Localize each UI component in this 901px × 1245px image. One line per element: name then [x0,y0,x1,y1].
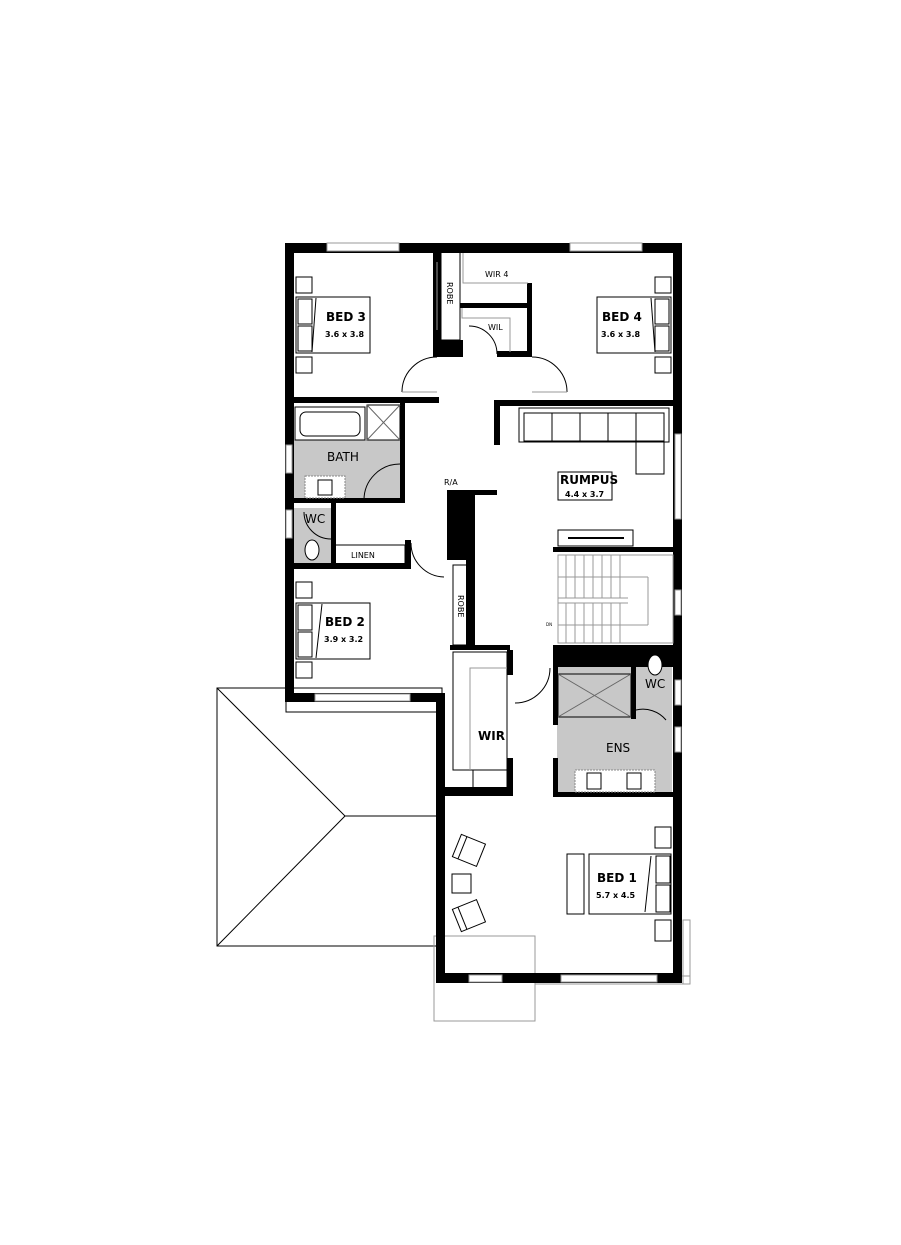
balcony-outline [433,919,691,1022]
bed1-label: BED 1 [597,871,637,885]
window-bed1-a [468,974,503,983]
bed4-furniture [596,276,672,374]
bed2-size: 3.9 x 3.2 [324,635,363,644]
rumpus-label-box [557,471,613,501]
rumpus-label: RUMPUS [560,473,618,487]
wir4-label: WIR 4 [485,270,508,279]
window-stairs [674,589,682,616]
window-bed3 [326,242,400,252]
stairs-dn-label: DN [546,622,552,627]
fixtures [294,251,674,793]
bed3-size: 3.6 x 3.8 [325,330,365,339]
window-bed4 [569,242,643,252]
robe-top-label: ROBE [445,282,454,304]
window-bed1-b [560,974,658,983]
bed3-label: BED 3 [326,310,366,324]
return-air-label: R/A [444,478,458,487]
window-rumpus [674,433,682,520]
window-bed2 [314,693,411,702]
window-ens [674,726,682,753]
wc-right-label: WC [645,677,665,691]
bed4-size: 3.6 x 3.8 [601,330,641,339]
window-bath [285,444,293,474]
bed1-size: 5.7 x 4.5 [596,891,636,900]
rumpus-size: 4.4 x 3.7 [565,490,604,499]
doors [303,325,667,721]
bed3-furniture [295,276,371,374]
linen-label: LINEN [351,551,375,560]
window-wc-ens [674,679,682,706]
bed1-furniture [451,826,672,942]
bed2-furniture [295,581,371,679]
room-labels: BED 3 3.6 x 3.8 ROBE WIR 4 WIL BED 4 3.6… [305,270,665,900]
bed4-label: BED 4 [602,310,642,324]
windows [285,242,682,983]
bed2-label: BED 2 [325,615,365,629]
bath-label: BATH [327,450,359,464]
wc-left-label: WC [305,512,325,526]
wir-label: WIR [478,729,505,743]
window-wc [285,509,293,539]
roof-outline [216,687,443,947]
wil-label: WIL [488,323,503,332]
robe-mid-label: ROBE [456,595,465,617]
ens-label: ENS [606,741,630,755]
